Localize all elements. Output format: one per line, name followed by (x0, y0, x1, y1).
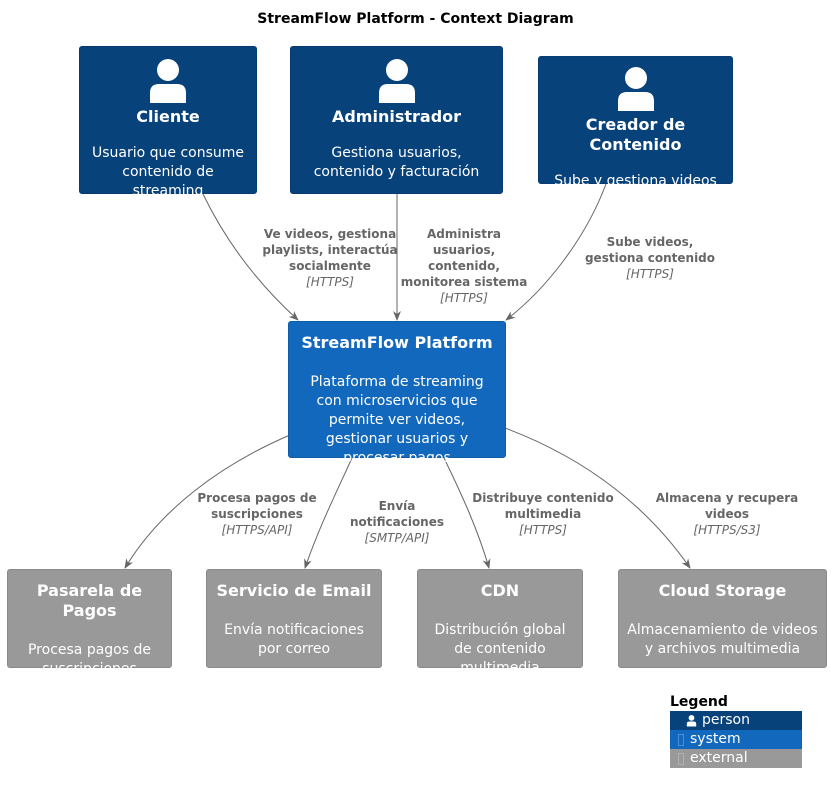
legend-label: system (690, 731, 741, 747)
edge-label-text: Envía notificaciones (349, 499, 445, 529)
diagram-title: StreamFlow Platform - Context Diagram (257, 11, 574, 27)
edge-protocol: [HTTPS/API] (221, 523, 293, 537)
edge-label-storage: Almacena y recupera videos [HTTPS/S3] (652, 490, 802, 538)
edge-label-pagos: Procesa pagos de suscripciones [HTTPS/AP… (192, 490, 322, 538)
legend-item-external: external system (670, 749, 802, 786)
legend-title: Legend (670, 694, 728, 710)
edge-protocol: [HTTPS] (440, 291, 488, 305)
node-administrador: Administrador Gestiona usuarios, conteni… (290, 46, 503, 194)
legend: Legend person system external system (670, 694, 802, 786)
edge-protocol: [HTTPS] (306, 275, 354, 289)
legend-swatch-icon (678, 752, 684, 765)
edge-platform-cdn (443, 457, 491, 569)
person-icon (686, 714, 697, 726)
legend-label: external system (678, 750, 748, 786)
edge-label-text: Administra usuarios, contenido, monitore… (400, 227, 528, 289)
legend-label: person (702, 712, 750, 728)
node-streamflow-platform: StreamFlow Platform Plataforma de stream… (288, 321, 506, 466)
node-pasarela-pagos: Pasarela de Pagos Procesa pagos de suscr… (7, 569, 172, 677)
node-name: Cloud Storage (658, 581, 787, 600)
person-icon (378, 59, 415, 103)
edge-platform-storage (504, 427, 691, 569)
node-description: Sube y gestiona videos (554, 173, 717, 189)
edge-label-email: Envía notificaciones [SMTP/API] (332, 498, 462, 546)
legend-item-person: person (670, 711, 802, 730)
node-name: StreamFlow Platform (301, 333, 493, 352)
node-cliente: Cliente Usuario que consume contenido de… (79, 46, 257, 199)
node-description: Distribución global de contenido multime… (434, 622, 566, 676)
node-name: Creador de Contenido (585, 115, 686, 154)
legend-item-system: system (670, 730, 802, 749)
person-icon (617, 67, 654, 111)
node-description: Gestiona usuarios, contenido y facturaci… (313, 145, 480, 180)
node-name: Administrador (331, 107, 462, 126)
edge-protocol: [HTTPS/S3] (693, 523, 761, 537)
legend-swatch-icon (678, 733, 684, 746)
node-description: Usuario que consume contenido de streami… (91, 145, 245, 199)
node-description: Plataforma de streaming con microservici… (310, 374, 484, 466)
node-cloud-storage: Cloud Storage Almacenamiento de videos y… (618, 569, 827, 668)
edge-label-administrador: Administra usuarios, contenido, monitore… (396, 226, 532, 306)
edge-label-cdn: Distribuye contenido multimedia [HTTPS] (470, 490, 616, 538)
node-description: Procesa pagos de suscripciones (27, 642, 151, 677)
node-name: Pasarela de Pagos (36, 581, 143, 620)
edge-platform-email (304, 457, 353, 569)
edge-creador-platform (505, 183, 607, 321)
node-description: Envía notificaciones por correo (224, 622, 364, 657)
edge-platform-pagos (124, 434, 291, 569)
node-name: Cliente (136, 107, 200, 126)
edge-label-creador: Sube videos, gestiona contenido [HTTPS] (580, 234, 720, 282)
edge-label-text: Sube videos, gestiona contenido (584, 235, 716, 265)
node-cdn: CDN Distribución global de contenido mul… (417, 569, 583, 676)
edge-label-cliente: Ve videos, gestiona playlists, interactú… (262, 226, 398, 290)
node-name: Servicio de Email (216, 581, 372, 600)
edge-label-text: Almacena y recupera videos (655, 491, 799, 521)
node-description: Almacenamiento de videos y archivos mult… (627, 622, 818, 657)
edge-protocol: [HTTPS] (626, 267, 674, 281)
edge-protocol: [HTTPS] (519, 523, 567, 537)
edge-label-text: Ve videos, gestiona playlists, interactú… (262, 227, 398, 273)
node-servicio-email: Servicio de Email Envía notificaciones p… (206, 569, 382, 668)
edge-label-text: Procesa pagos de suscripciones (197, 491, 317, 521)
edge-cliente-platform (202, 193, 299, 321)
person-icon (150, 59, 186, 103)
node-creador: Creador de Contenido Sube y gestiona vid… (538, 56, 733, 189)
node-name: CDN (480, 581, 520, 600)
edge-protocol: [SMTP/API] (364, 531, 430, 545)
edge-label-text: Distribuye contenido multimedia (472, 491, 614, 521)
